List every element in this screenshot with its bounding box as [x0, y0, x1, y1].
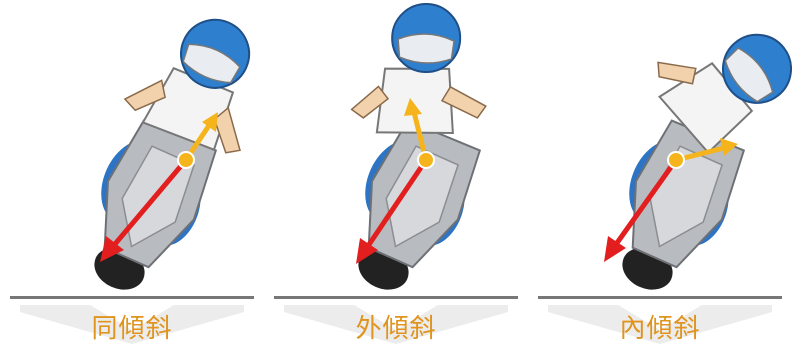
gravity-arrow [361, 158, 429, 254]
center-of-gravity-dot [667, 151, 685, 169]
lean-out-illustration [274, 3, 518, 344]
gravity-arrow [609, 158, 679, 252]
center-of-gravity-dot [417, 151, 435, 169]
ground-chevron-shadow [548, 305, 772, 344]
ground-line [274, 296, 518, 299]
panel-lean-out: 外傾斜 [264, 0, 528, 348]
panel-lean-in: 內傾斜 [528, 0, 792, 348]
lean-in-illustration [538, 33, 792, 344]
helmet-visor [182, 43, 241, 84]
ground-chevron-shadow [284, 305, 508, 344]
rider-arm [350, 85, 390, 119]
gravity-arrowhead [100, 236, 124, 262]
helmet-visor [397, 33, 455, 64]
rider-arm [213, 106, 241, 154]
same-lean-illustration [10, 18, 254, 344]
ground-chevron-shadow [20, 305, 244, 344]
gravity-arrow [108, 158, 188, 252]
rider-arm [657, 61, 697, 85]
ground-line [538, 296, 782, 299]
caption-lean-out: 外傾斜 [355, 314, 437, 344]
caption-same-lean: 同傾斜 [91, 314, 173, 344]
rider-arrowhead [202, 112, 218, 132]
gravity-arrowhead [604, 236, 626, 262]
helmet-visor [724, 47, 774, 103]
center-of-gravity-dot [177, 151, 195, 169]
rider-arm [440, 85, 487, 119]
gravity-arrowhead [356, 238, 378, 264]
caption-lean-in: 內傾斜 [619, 314, 701, 344]
rider-arrowhead [404, 98, 422, 116]
scooter-front-panel [385, 145, 460, 248]
rider-arrowhead [720, 138, 738, 156]
rider-arm [123, 79, 166, 112]
ground-line [10, 296, 254, 299]
panel-same-lean: 同傾斜 [0, 0, 264, 348]
